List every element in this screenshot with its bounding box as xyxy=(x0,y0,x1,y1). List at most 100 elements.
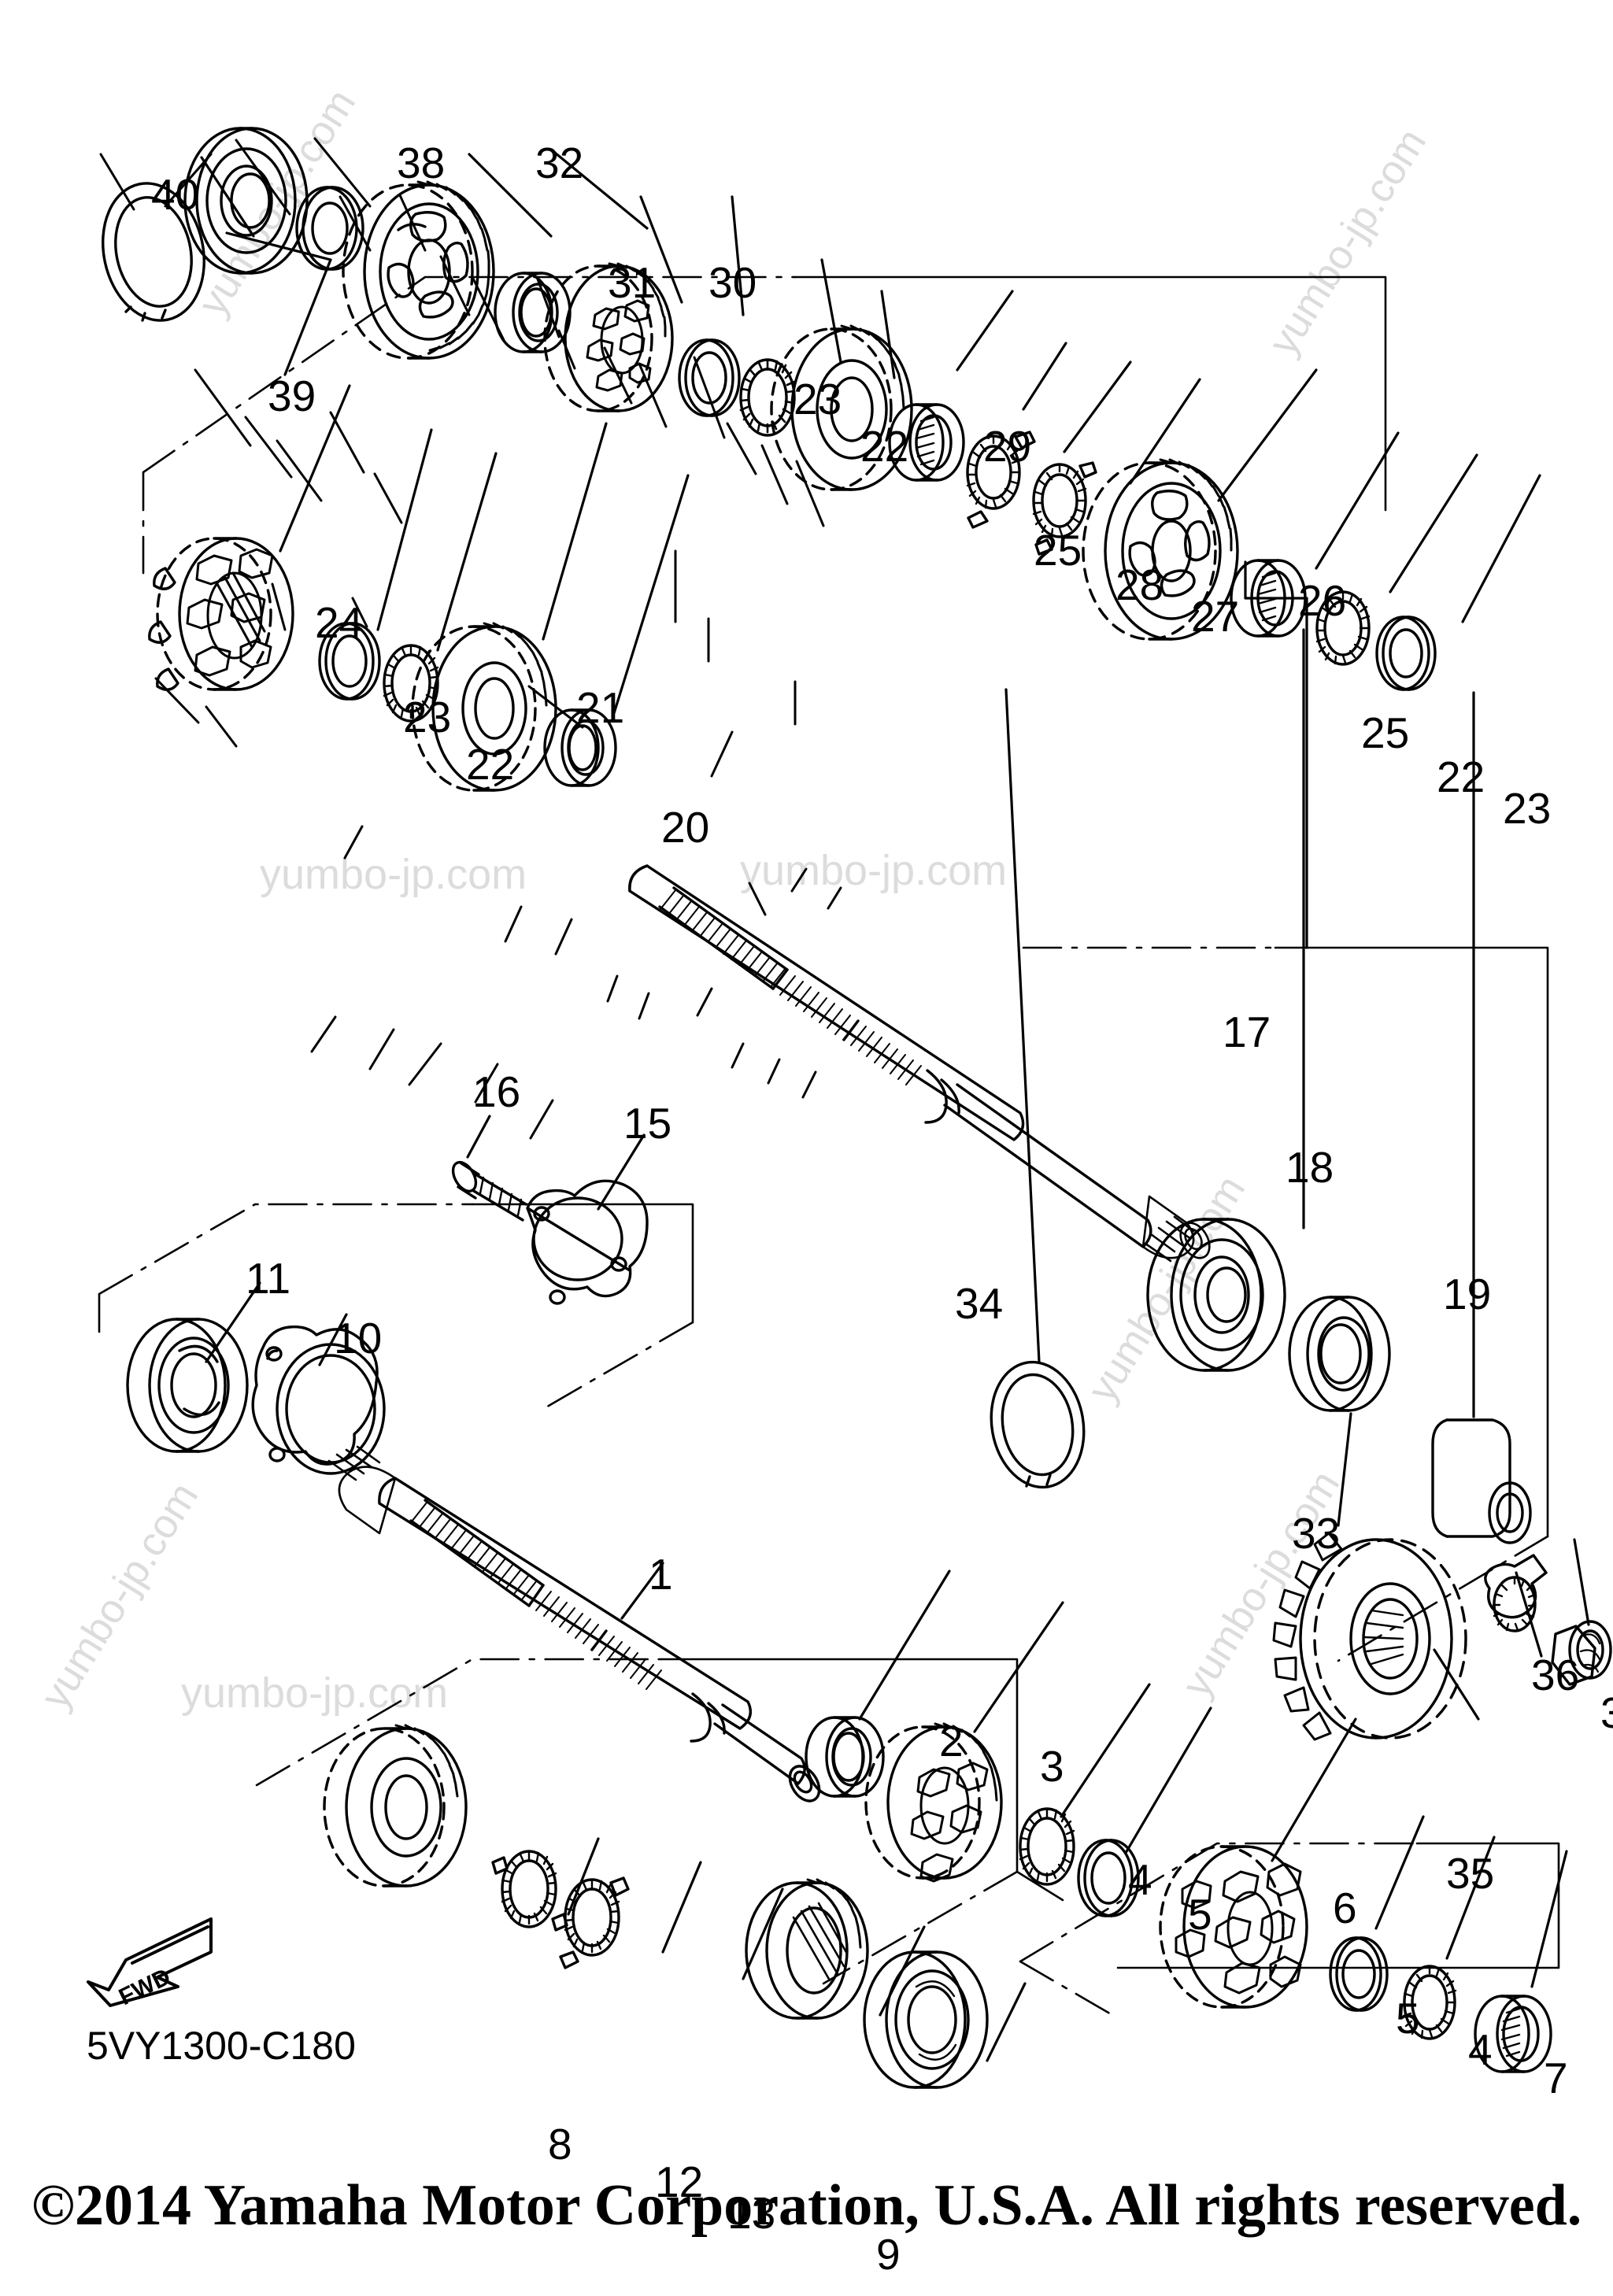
part-22-splined-washer-a xyxy=(739,358,796,437)
part-37-nut xyxy=(1551,1620,1612,1686)
part-5-washer-b xyxy=(1329,1936,1389,2012)
part-21-gear xyxy=(411,622,557,792)
callout-16: 16 xyxy=(472,1067,521,1116)
callout-28: 28 xyxy=(1115,560,1164,609)
callout-32: 32 xyxy=(535,139,584,187)
part-2-collar xyxy=(805,1716,885,1798)
part-3-dog-gear xyxy=(864,1722,1003,1883)
callout-3: 3 xyxy=(1040,1742,1064,1791)
leader-lines xyxy=(99,137,842,1140)
callout-2: 2 xyxy=(939,1717,964,1765)
callout-10: 10 xyxy=(334,1314,383,1362)
callout-23b: 23 xyxy=(1503,784,1552,833)
callout-7: 7 xyxy=(1544,2054,1568,2102)
part-31-collar xyxy=(494,272,572,353)
callout-23: 23 xyxy=(794,375,842,423)
callout-5: 5 xyxy=(1188,1890,1212,1939)
part-14-ball-bearing xyxy=(863,1950,989,2089)
callout-17: 17 xyxy=(1223,1008,1271,1056)
callout-29: 29 xyxy=(983,422,1032,471)
part-11-bearing xyxy=(126,1318,249,1453)
callout-18: 18 xyxy=(1286,1143,1334,1192)
callout-35: 35 xyxy=(1446,1849,1495,1898)
callout-26: 26 xyxy=(1298,576,1347,625)
diagram-code-label: 5VY1300-C180 xyxy=(87,2024,356,2068)
callout-24: 24 xyxy=(315,598,364,647)
group-box-upper-right xyxy=(794,275,1387,512)
callout-9: 9 xyxy=(876,2230,901,2279)
callout-22b: 22 xyxy=(1437,752,1485,801)
callout-34: 34 xyxy=(955,1279,1004,1328)
callout-23c: 23 xyxy=(403,693,452,741)
callout-15: 15 xyxy=(623,1099,672,1148)
part-6-dog-gear xyxy=(1159,1845,1308,2009)
part-29-gear xyxy=(770,324,913,491)
part-7-needle-bearing xyxy=(1474,1995,1552,2073)
part-35-drive-sprocket xyxy=(1272,1532,1467,1741)
callout-27: 27 xyxy=(1191,592,1240,641)
part-1-main-axle-shaft xyxy=(378,1477,821,1802)
part-17-drive-axle-shaft xyxy=(628,864,1211,1263)
callout-19: 19 xyxy=(1443,1270,1492,1318)
part-25-needle-bearing-a xyxy=(888,403,965,482)
part-33-oil-seal xyxy=(1288,1296,1391,1412)
group-box-bottom-solid xyxy=(660,1658,1064,1902)
group-box-lower-left-solid xyxy=(471,1203,694,1324)
callout-13: 13 xyxy=(727,2189,776,2238)
part-23-washer-c xyxy=(318,622,381,701)
group-box-lower-left xyxy=(98,1203,694,1411)
callout-31: 31 xyxy=(608,258,657,307)
part-18-ball-bearing xyxy=(1146,1218,1286,1372)
part-23-washer-b xyxy=(1375,616,1437,691)
part-15-bearing-retainer xyxy=(526,1179,649,1305)
part-8-gear xyxy=(323,1724,468,1887)
callout-1: 1 xyxy=(649,1550,673,1599)
part-36-lock-washer xyxy=(1484,1554,1548,1632)
callout-22c: 22 xyxy=(466,740,515,789)
part-28-clip-a xyxy=(966,431,1036,529)
callout-12: 12 xyxy=(655,2157,704,2206)
part-20-bushing xyxy=(543,708,617,787)
part-27-clip-b xyxy=(1032,461,1097,556)
leader-lines-main xyxy=(200,148,1590,2062)
callout-40: 40 xyxy=(151,170,200,219)
callout-33: 33 xyxy=(1292,1509,1341,1558)
callout-37: 37 xyxy=(1600,1688,1613,1737)
part-22-splined-washer-b xyxy=(1315,590,1371,666)
callout-11: 11 xyxy=(246,1254,291,1303)
watermark-7: yumbo-jp.com xyxy=(181,1669,449,1717)
part-19-sleeve xyxy=(1431,1418,1532,1544)
part-26-gear xyxy=(1082,458,1239,641)
part-1-pinion xyxy=(327,1445,397,1535)
part-34-snap-ring xyxy=(990,1360,1086,1489)
callout-39: 39 xyxy=(268,372,316,420)
callout-8: 8 xyxy=(548,2120,572,2168)
callout-4b: 4 xyxy=(1468,2025,1493,2074)
callout-30: 30 xyxy=(708,258,757,307)
callout-22: 22 xyxy=(860,422,909,471)
fwd-arrow-icon xyxy=(87,1917,213,2007)
part-32-gear xyxy=(342,180,495,360)
watermark-2: yumbo-jp.com xyxy=(260,851,527,898)
part-4-splined-washer-a xyxy=(1019,1807,1075,1886)
callout-5b: 5 xyxy=(1396,1994,1420,2043)
part-4-splined-washer-b xyxy=(1402,1965,1457,2040)
watermark-3: yumbo-jp.com xyxy=(740,847,1008,894)
callout-21: 21 xyxy=(576,683,625,732)
copyright-notice: ©2014 Yamaha Motor Corporation, U.S.A. A… xyxy=(31,2173,1582,2238)
part-16-bolt xyxy=(451,1160,527,1222)
part-9-gear xyxy=(745,1878,869,2020)
part-12-lock-washer xyxy=(491,1850,568,1932)
part-40-circlip xyxy=(102,182,205,322)
part-30-dog-gear xyxy=(543,262,674,412)
group-box-bottom-right xyxy=(1019,1842,1419,2020)
group-box-mid-right-solid xyxy=(1274,946,1549,1538)
part-23-washer-a xyxy=(678,338,741,417)
callout-4: 4 xyxy=(1128,1855,1152,1904)
callout-38: 38 xyxy=(397,139,446,187)
callout-20: 20 xyxy=(661,803,710,852)
callout-36: 36 xyxy=(1531,1651,1580,1699)
group-box-upper-left xyxy=(142,275,797,575)
part-5-washer-a xyxy=(1077,1839,1140,1917)
